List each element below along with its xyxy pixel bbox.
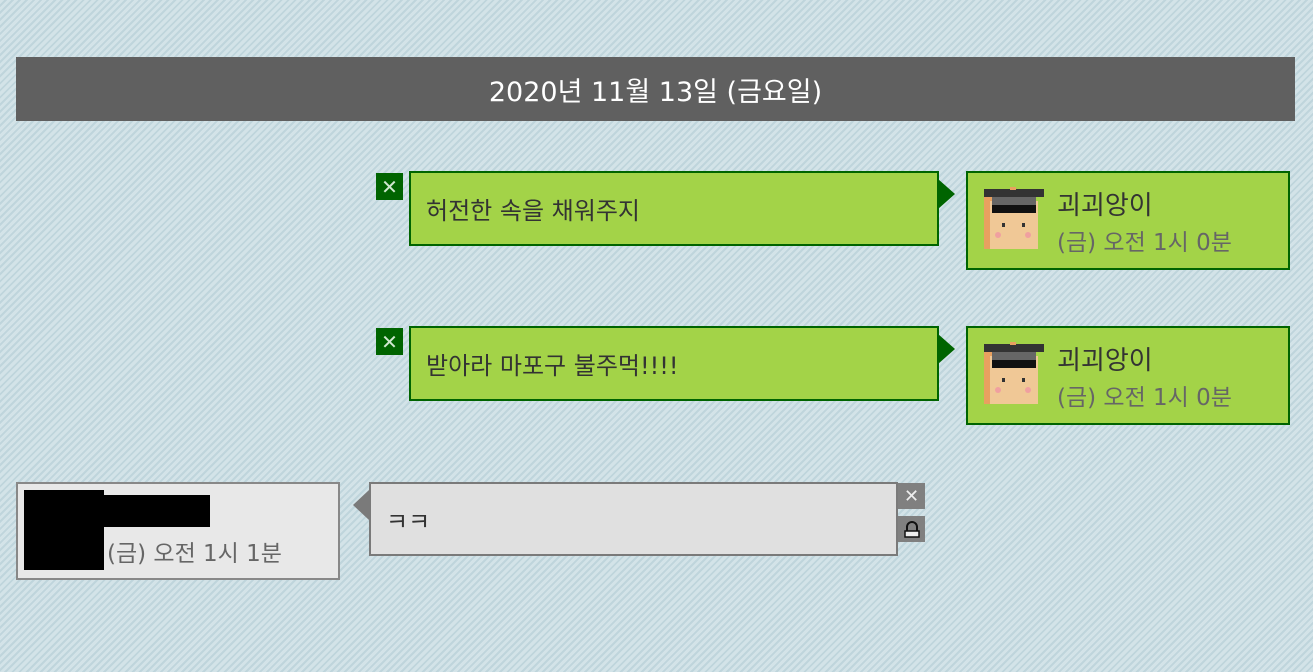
author-card: 괴괴앙이 (금) 오전 1시 0분 bbox=[966, 326, 1290, 425]
author-name: 괴괴앙이 bbox=[1057, 346, 1153, 376]
avatar bbox=[984, 187, 1044, 249]
message-time: (금) 오전 1시 0분 bbox=[1057, 385, 1232, 411]
author-card: (금) 오전 1시 1분 bbox=[16, 482, 340, 580]
redacted-author-name bbox=[104, 495, 210, 527]
message-text: ㅋㅋ bbox=[386, 507, 431, 536]
message-time: (금) 오전 1시 1분 bbox=[107, 541, 282, 567]
close-icon: ✕ bbox=[381, 329, 398, 354]
message-bubble: ㅋㅋ bbox=[369, 482, 898, 556]
avatar bbox=[984, 342, 1044, 404]
date-header: 2020년 11월 13일 (금요일) bbox=[16, 57, 1295, 121]
lock-icon bbox=[903, 521, 920, 538]
redacted-avatar bbox=[24, 490, 104, 570]
message-text: 허전한 속을 채워주지 bbox=[426, 197, 640, 225]
bubble-pointer bbox=[938, 334, 955, 364]
author-card: 괴괴앙이 (금) 오전 1시 0분 bbox=[966, 171, 1290, 270]
delete-message-button[interactable]: ✕ bbox=[376, 328, 403, 355]
message-bubble: 허전한 속을 채워주지 bbox=[409, 171, 939, 246]
author-name: 괴괴앙이 bbox=[1057, 191, 1153, 221]
message-text: 받아라 마포구 불주먹!!!! bbox=[426, 352, 679, 380]
close-icon: ✕ bbox=[381, 174, 398, 199]
close-icon: ✕ bbox=[903, 485, 920, 507]
bubble-pointer bbox=[938, 179, 955, 209]
delete-message-button[interactable]: ✕ bbox=[898, 483, 925, 509]
bubble-pointer bbox=[353, 490, 369, 520]
lock-button[interactable] bbox=[898, 516, 925, 542]
message-bubble: 받아라 마포구 불주먹!!!! bbox=[409, 326, 939, 401]
message-time: (금) 오전 1시 0분 bbox=[1057, 230, 1232, 256]
delete-message-button[interactable]: ✕ bbox=[376, 173, 403, 200]
